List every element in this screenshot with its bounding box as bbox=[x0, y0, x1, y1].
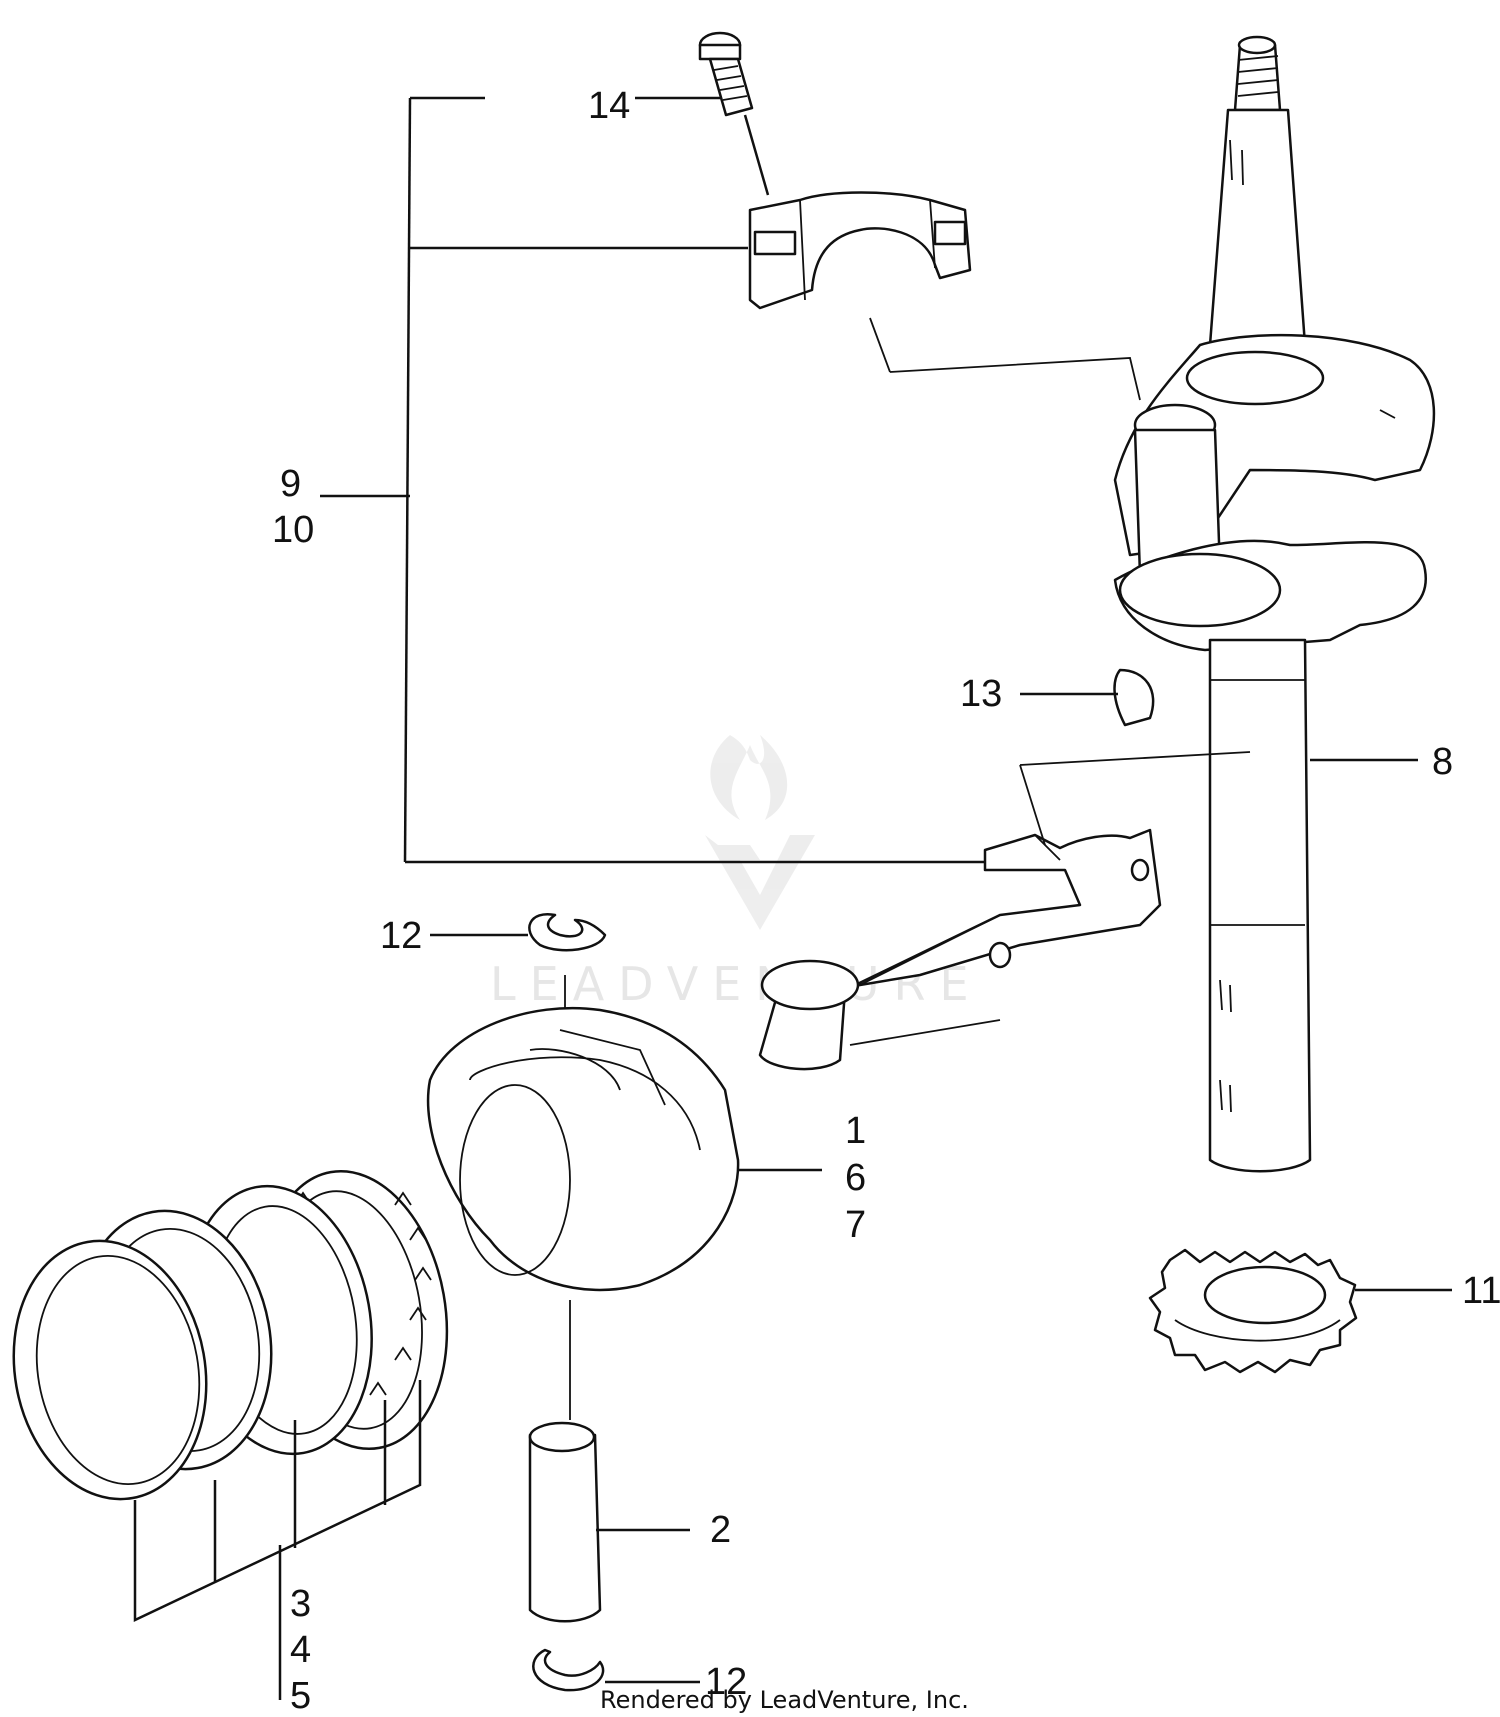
callout-1: 1 bbox=[845, 1110, 866, 1152]
callout-6: 6 bbox=[845, 1157, 866, 1199]
callout-4: 4 bbox=[290, 1629, 311, 1671]
callout-9: 9 bbox=[280, 463, 301, 505]
piston-pin-part-2 bbox=[528, 1421, 690, 1623]
piston-part-1-6-7 bbox=[426, 1006, 822, 1420]
crank-gear-part-11 bbox=[1148, 1248, 1452, 1374]
render-credit: Rendered by LeadVenture, Inc. bbox=[600, 1686, 969, 1714]
watermark-text: LEADVENTURE bbox=[490, 957, 983, 1011]
callout-3: 3 bbox=[290, 1583, 311, 1625]
callout-12-top: 12 bbox=[380, 915, 422, 957]
callout-12-bottom: 12 bbox=[705, 1661, 747, 1703]
connecting-rod bbox=[758, 751, 1251, 1071]
callout-14: 14 bbox=[588, 85, 630, 127]
bracket-9-10 bbox=[320, 96, 985, 864]
callout-8: 8 bbox=[1432, 741, 1453, 783]
callout-11: 11 bbox=[1462, 1270, 1500, 1312]
watermark-logo bbox=[705, 735, 815, 930]
callout-7: 7 bbox=[845, 1204, 866, 1246]
callout-2: 2 bbox=[710, 1509, 731, 1551]
callout-10: 10 bbox=[272, 509, 314, 551]
callout-5: 5 bbox=[290, 1675, 311, 1717]
circlip-part-12-bottom bbox=[532, 1648, 700, 1692]
bolt-part-14 bbox=[635, 31, 770, 196]
piston-rings-part-3-4-5 bbox=[12, 1169, 449, 1700]
woodruff-key-part-13 bbox=[1020, 668, 1155, 727]
callout-13: 13 bbox=[960, 673, 1002, 715]
connecting-rod-cap bbox=[748, 191, 1141, 401]
crankshaft-part-8 bbox=[1113, 35, 1436, 1173]
